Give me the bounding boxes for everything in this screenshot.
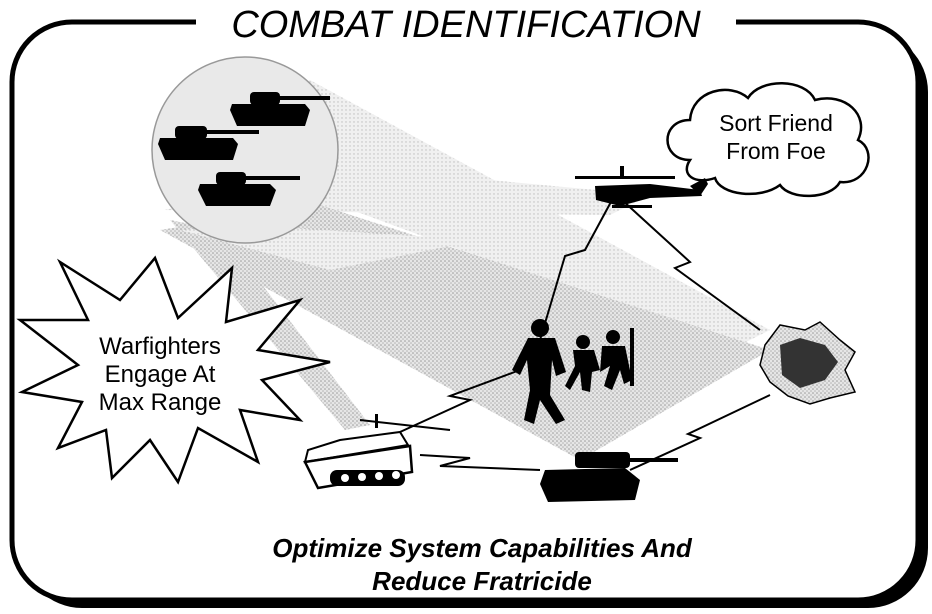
- helicopter-icon: [575, 166, 708, 208]
- destroyed-target-icon: [759, 321, 857, 405]
- title-backing: [196, 0, 736, 48]
- friendly-vehicle-icon: [303, 414, 414, 490]
- comm-links: [359, 199, 771, 471]
- enemy-tank-icon: [230, 92, 330, 126]
- cloud-label-line-2: From Foe: [726, 138, 826, 164]
- enemy-tank-icon: [198, 172, 300, 206]
- cloud-callout: Sort Friend From Foe: [666, 82, 870, 198]
- caption-line-1: Optimize System Capabilities And: [272, 533, 693, 563]
- enemy-group-circle: [151, 56, 339, 244]
- burst-label-line-2: Engage At: [105, 361, 216, 388]
- caption-line-2: Reduce Fratricide: [372, 566, 592, 596]
- page-title: COMBAT IDENTIFICATION: [231, 4, 701, 46]
- infantry-icon: [512, 319, 634, 424]
- enemy-tank-icon: [158, 126, 259, 160]
- burst-label-line-3: Max Range: [99, 389, 222, 416]
- burst-label-line-1: Warfighters: [99, 333, 221, 360]
- friendly-tank-icon: [540, 452, 678, 502]
- cloud-label-line-1: Sort Friend: [719, 110, 833, 136]
- starburst-callout: Warfighters Engage At Max Range: [16, 255, 331, 485]
